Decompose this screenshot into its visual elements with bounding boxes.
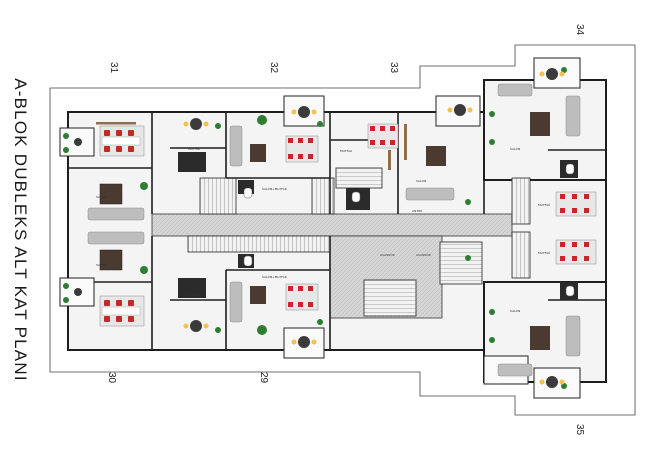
plants xyxy=(63,67,567,389)
stair-top-left xyxy=(199,177,237,215)
dining-table-35 xyxy=(555,239,597,265)
site-boundary xyxy=(49,44,636,416)
svg-text:MUTFAK: MUTFAK xyxy=(188,147,201,151)
dining-table-33 xyxy=(367,123,399,149)
svg-text:ANTRE: ANTRE xyxy=(412,209,422,213)
stair-right-bottom xyxy=(511,231,531,279)
stair-core xyxy=(335,167,383,189)
stair-mid-left xyxy=(187,235,331,253)
stair-core-right xyxy=(439,241,483,285)
svg-text:SALON: SALON xyxy=(96,195,106,199)
sofas xyxy=(87,83,581,377)
svg-text:MUTFAK: MUTFAK xyxy=(188,293,201,297)
dining-table-30 xyxy=(99,295,145,327)
svg-text:SALON+MUTFAK: SALON+MUTFAK xyxy=(262,187,288,191)
central-corridor xyxy=(151,213,513,237)
coffee-tables xyxy=(99,112,550,350)
wc-fixtures xyxy=(243,163,575,297)
dining-table-32 xyxy=(285,135,319,163)
wood-cabinets xyxy=(96,122,407,170)
svg-text:SALON: SALON xyxy=(416,179,426,183)
svg-text:SALON+MUTFAK: SALON+MUTFAK xyxy=(262,275,288,279)
svg-text:SALON: SALON xyxy=(510,147,520,151)
svg-text:MUTFAK: MUTFAK xyxy=(538,251,551,255)
dining-table-31 xyxy=(99,125,145,157)
balcony-chairs xyxy=(183,71,565,385)
svg-text:SALON: SALON xyxy=(510,309,520,313)
svg-text:ASANSÖR: ASANSÖR xyxy=(380,252,395,257)
room-labels: SALON SALON MUTFAK MUTFAK SALON+MUTFAK S… xyxy=(96,147,551,313)
dining-table-29 xyxy=(285,283,319,311)
svg-text:ASANSÖR: ASANSÖR xyxy=(416,252,431,257)
svg-text:MUTFAK: MUTFAK xyxy=(538,203,551,207)
stair-right-top xyxy=(511,177,531,225)
stair-core-lower xyxy=(363,279,417,317)
dining-table-34 xyxy=(555,191,597,217)
balcony-tables xyxy=(74,68,558,388)
svg-text:MUTFAK: MUTFAK xyxy=(340,149,353,153)
svg-text:SALON: SALON xyxy=(96,263,106,267)
